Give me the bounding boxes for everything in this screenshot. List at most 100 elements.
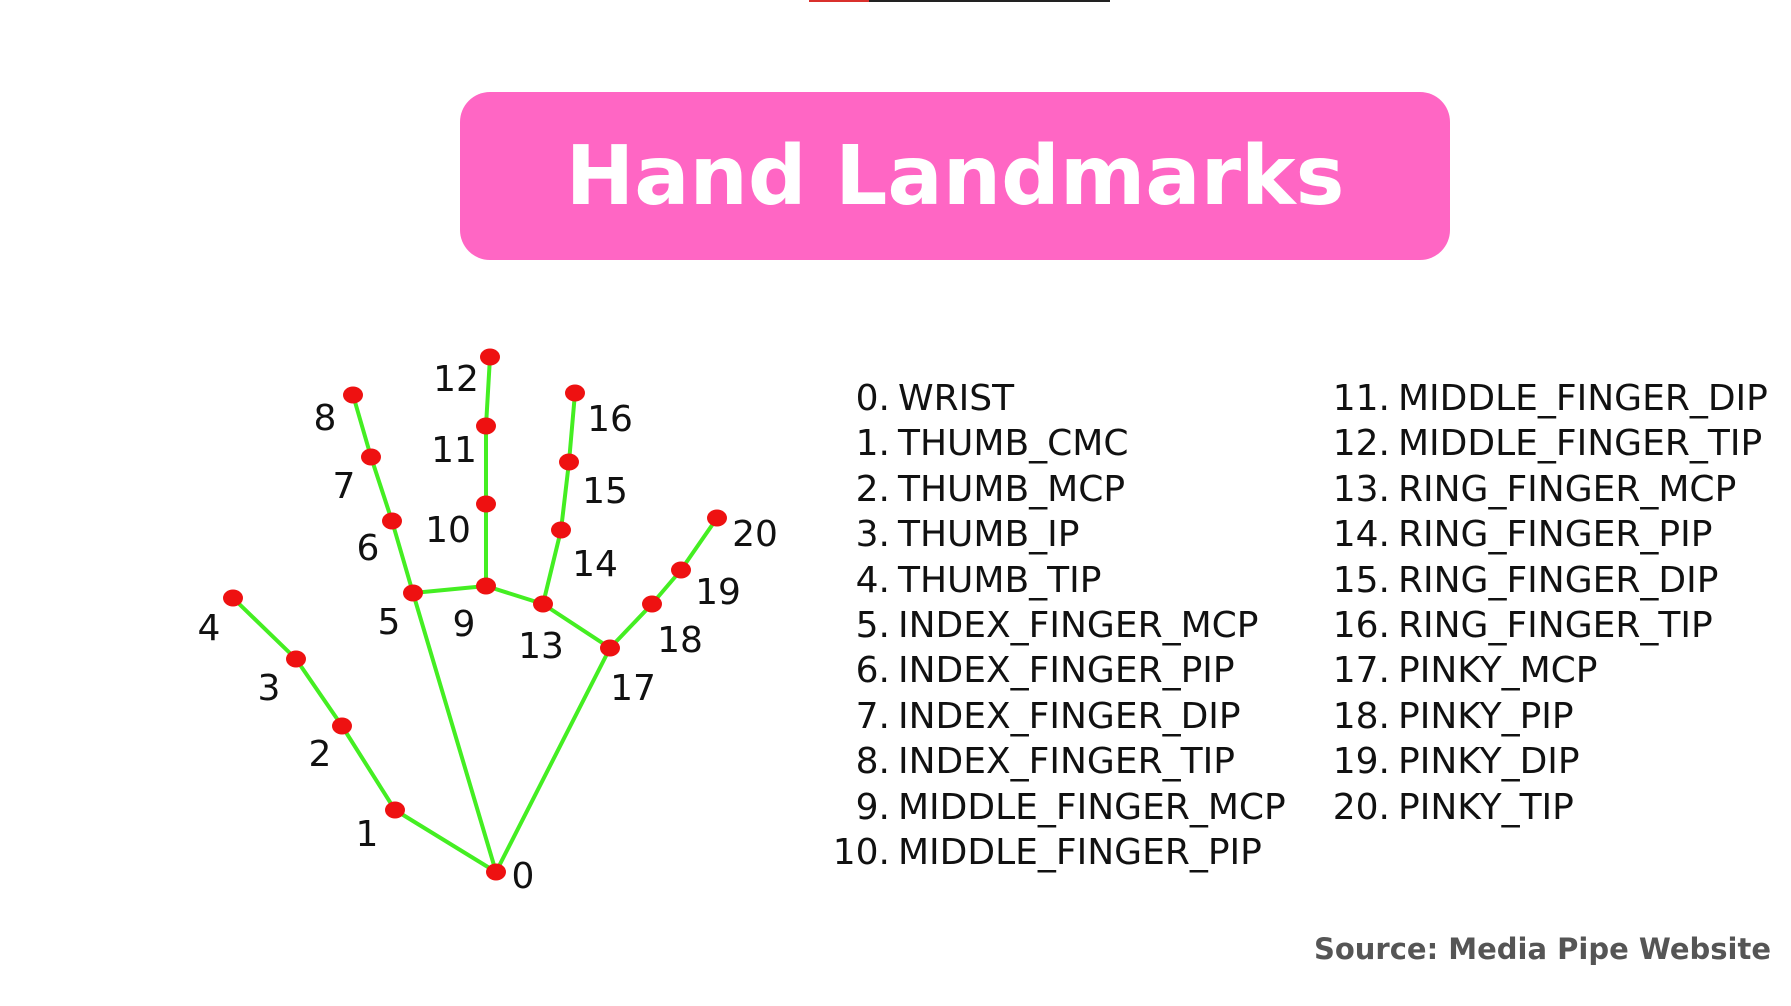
landmark-number: 11. [1332,378,1390,419]
landmark-name: THUMB_CMC [898,423,1129,465]
bone-line [351,393,373,459]
landmark-list-item: 13.RING_FINGER_MCP [1322,467,1768,512]
joint-label-12: 12 [433,359,479,400]
landmark-number: 12. [1332,423,1390,465]
landmark-list-item: 17.PINKY_MCP [1322,648,1768,693]
landmark-list-item: 16.RING_FINGER_TIP [1322,603,1768,648]
landmark-number: 10. [832,831,890,873]
bone-line [369,455,394,523]
landmark-number: 14. [1332,514,1390,556]
bone-line [411,591,498,874]
landmark-list-item: 20.PINKY_TIP [1322,785,1768,830]
landmark-name: RING_FINGER_MCP [1398,468,1737,510]
source-credit: Source: Media Pipe Website [1313,932,1771,966]
page-title: Hand Landmarks [565,128,1345,224]
top-divider [809,0,1110,2]
joint-dot-18 [642,595,662,613]
landmark-name: THUMB_MCP [898,468,1126,510]
landmark-number: 2. [855,468,890,510]
joint-label-5: 5 [378,602,401,643]
landmark-list-item: 12.MIDDLE_FINGER_TIP [1322,421,1768,466]
landmark-list-item: 6.INDEX_FINGER_PIP [822,648,1286,693]
landmark-name: MIDDLE_FINGER_PIP [898,831,1262,873]
landmark-name: INDEX_FINGER_TIP [898,741,1235,783]
bone-line [231,596,298,661]
landmark-number: 13. [1332,468,1390,510]
joint-dot-15 [559,453,579,471]
joint-dot-1 [385,801,405,819]
joint-dot-3 [286,650,306,668]
landmark-number: 16. [1332,604,1390,646]
landmark-number: 8. [855,741,890,783]
joint-label-16: 16 [587,399,633,440]
bone-line [541,602,612,650]
joint-label-7: 7 [333,466,356,507]
landmark-number: 1. [855,423,890,465]
landmark-name: PINKY_TIP [1398,786,1574,828]
landmark-name: RING_FINGER_PIP [1398,514,1713,556]
landmark-name: MIDDLE_FINGER_MCP [898,786,1286,828]
landmark-name: PINKY_PIP [1398,695,1574,737]
joint-dot-5 [403,584,423,602]
hand-joints [223,348,727,881]
bone-line [541,528,563,606]
joint-label-19: 19 [695,572,741,613]
landmark-number: 17. [1332,650,1390,692]
bone-line [390,519,415,595]
joint-dot-13 [533,595,553,613]
joint-dot-4 [223,589,243,607]
landmark-number: 18. [1332,695,1390,737]
joint-dot-11 [476,417,496,435]
joint-dot-0 [486,863,506,881]
landmark-list-item: 7.INDEX_FINGER_DIP [822,694,1286,739]
landmark-number: 3. [855,514,890,556]
landmark-list-item: 9.MIDDLE_FINGER_MCP [822,785,1286,830]
landmark-number: 0. [855,378,890,419]
joint-dot-20 [707,509,727,527]
joint-dot-8 [343,386,363,404]
top-divider-accent [809,0,869,2]
landmark-number: 5. [855,604,890,646]
landmark-name: INDEX_FINGER_PIP [898,650,1235,692]
joint-label-6: 6 [357,528,380,569]
joint-dot-17 [600,639,620,657]
bone-line [411,584,488,595]
joint-label-4: 4 [198,608,221,649]
joint-label-9: 9 [453,604,476,645]
landmark-list-item: 8.INDEX_FINGER_TIP [822,739,1286,784]
landmark-name: MIDDLE_FINGER_TIP [1398,423,1763,465]
bone-line [393,808,498,874]
landmark-name: INDEX_FINGER_MCP [898,604,1259,646]
landmark-list-item: 19.PINKY_DIP [1322,739,1768,784]
joint-dot-2 [332,717,352,735]
joint-label-1: 1 [356,814,379,855]
bone-line [340,724,397,812]
joint-label-11: 11 [431,430,477,471]
landmark-list-item: 1.THUMB_CMC [822,421,1286,466]
landmark-number: 19. [1332,741,1390,783]
bone-line [494,646,612,874]
landmark-number: 9. [855,786,890,828]
landmark-list-item: 5.INDEX_FINGER_MCP [822,603,1286,648]
landmark-name: THUMB_IP [898,514,1080,556]
landmark-name: WRIST [898,378,1015,419]
landmark-name: THUMB_TIP [898,559,1102,601]
landmark-list-item: 18.PINKY_PIP [1322,694,1768,739]
joint-dot-16 [565,384,585,402]
bone-line [679,516,719,572]
landmark-number: 20. [1332,786,1390,828]
joint-label-17: 17 [610,668,656,709]
landmark-name: INDEX_FINGER_DIP [898,695,1241,737]
hand-bones [231,355,719,874]
bone-line [559,460,571,532]
joint-dot-9 [476,577,496,595]
landmark-list-item: 3.THUMB_IP [822,512,1286,557]
bone-line [608,602,654,650]
landmark-number: 4. [855,559,890,601]
landmark-name: PINKY_MCP [1398,650,1598,692]
joint-label-8: 8 [314,398,337,439]
landmark-name: RING_FINGER_DIP [1398,559,1719,601]
